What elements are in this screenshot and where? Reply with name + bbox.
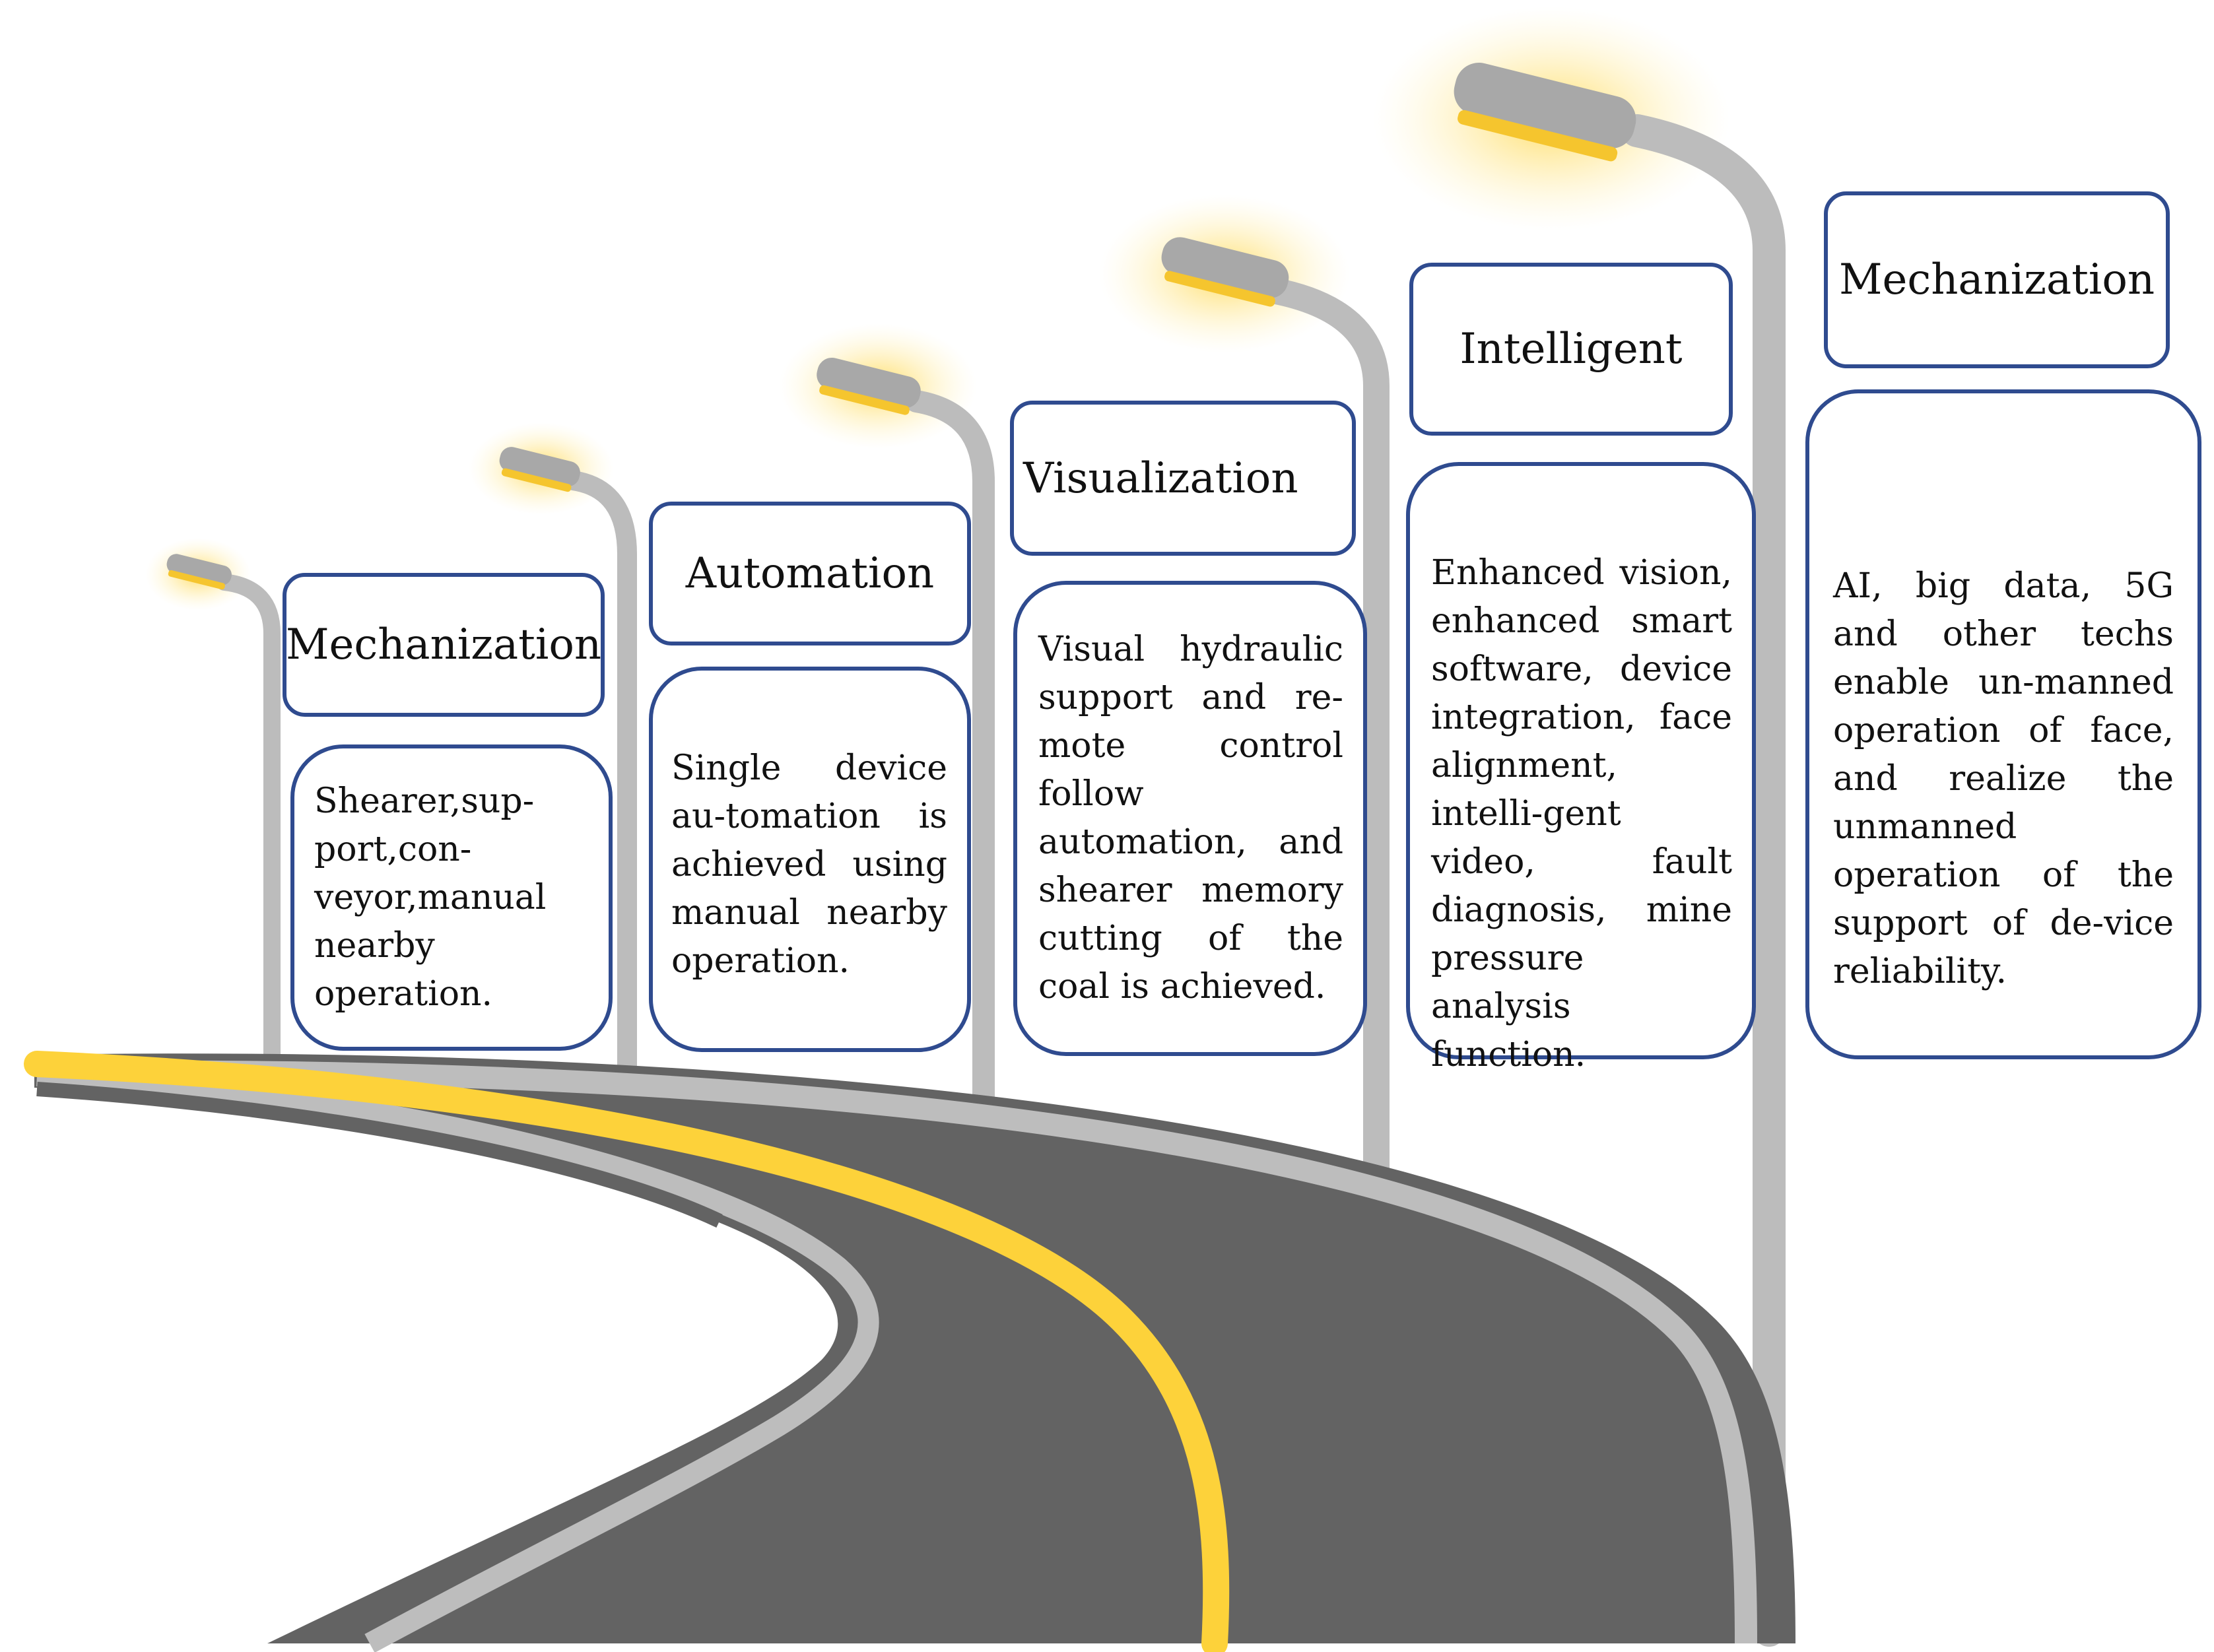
lamp-light — [1164, 271, 1275, 307]
road-center-line — [24, 1051, 1230, 1652]
stage-4-title-box: Intelligent — [1409, 263, 1733, 436]
street-lamp-icon — [145, 538, 281, 1068]
road-left-shoulder — [36, 1082, 723, 1228]
lamp-pole — [216, 574, 281, 1068]
street-lamps — [145, 7, 1786, 1647]
stage-1-title-box: Mechanization — [283, 573, 605, 717]
lamp-pole — [1259, 277, 1390, 1271]
lamp-head — [499, 447, 580, 486]
road-inner-edge — [36, 1065, 879, 1652]
stage-1-description-box: Shearer,sup-port,con-veyor,manual nearby… — [290, 744, 613, 1051]
stage-2-description: Single device au-tomation is achieved us… — [671, 748, 947, 981]
stage-5-description-box: AI, big data, 5G and other techs enable … — [1805, 389, 2201, 1059]
road-outer-edge — [36, 1060, 1757, 1644]
street-lamp-icon — [1373, 7, 1786, 1647]
stage-3-description-box: Visual hydraulic support and re-mote con… — [1013, 581, 1367, 1056]
stage-5-description: AI, big data, 5G and other techs enable … — [1833, 566, 2174, 991]
lamp-pole — [1621, 114, 1786, 1647]
lamp-light — [819, 385, 910, 415]
lamp-pole — [905, 390, 995, 1160]
curved-road — [24, 1051, 1795, 1652]
street-lamp-icon — [1099, 195, 1390, 1271]
stage-3-title: Visualization — [1023, 453, 1298, 503]
stage-2-description-box: Single device au-tomation is achieved us… — [649, 667, 971, 1052]
street-lamp-icon — [469, 422, 637, 1099]
lamp-light — [1458, 110, 1618, 162]
lamp-head — [1161, 237, 1289, 298]
stage-3-title-box: Visualization — [1010, 401, 1356, 556]
lamp-head — [817, 358, 921, 408]
road-surface — [34, 1053, 1795, 1643]
stage-4-title: Intelligent — [1459, 325, 1683, 374]
stage-1-title: Mechanization — [285, 620, 602, 669]
stage-3-description: Visual hydraulic support and re-mote con… — [1038, 630, 1343, 1007]
stage-1-description: Shearer,sup-port,con-veyor,manual nearby… — [314, 781, 547, 1014]
lamp-head — [1454, 63, 1636, 149]
stage-4-description-box: Enhanced vision, enhanced smart software… — [1406, 462, 1756, 1074]
lamp-light — [168, 570, 225, 590]
stage-5-title: Mechanization — [1838, 255, 2155, 304]
stage-5-title-box: Mechanization — [1824, 191, 2170, 368]
stage-4-description: Enhanced vision, enhanced smart software… — [1431, 553, 1732, 1074]
stage-2-title: Automation — [685, 549, 935, 598]
lamp-light — [501, 468, 572, 492]
lamp-head — [166, 554, 232, 585]
lamp-pole — [563, 471, 637, 1099]
street-lamp-icon — [779, 323, 995, 1160]
stage-2-title-box: Automation — [649, 502, 971, 645]
